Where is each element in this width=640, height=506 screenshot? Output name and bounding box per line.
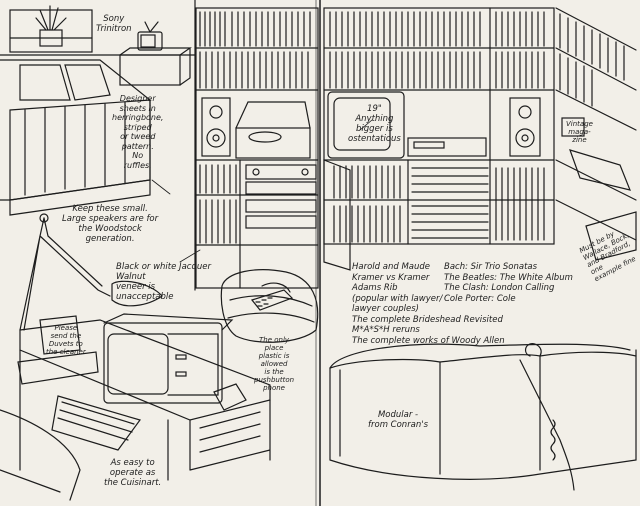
annotation-modular: Modular - from Conran's: [368, 410, 429, 430]
tape-title: Adams Rib: [352, 283, 398, 293]
nightstand-tv: [119, 21, 192, 86]
left-shelf: [195, 7, 319, 289]
window-plant: [9, 5, 93, 53]
annotation-speakers: Keep these small. Large speakers are for…: [62, 204, 159, 244]
tape-list-left: Harold and Maude Kramer vs Kramer Adams …: [352, 262, 505, 346]
annotation-note: Please send the Duvets to the cleaner: [46, 324, 86, 356]
desk: [0, 313, 271, 501]
side-shelf: [555, 7, 637, 261]
annotation-jacquer: Black or white Jacquer Walnut veneer is …: [116, 262, 211, 302]
annotation-sheets: Designer sheets in herringbone, striped …: [112, 94, 164, 170]
tape-title: M*A*S*H reruns: [352, 325, 420, 335]
record-title: Bach: Sir Trio Sonatas: [444, 262, 538, 272]
record-title: The Clash: London Calling: [444, 283, 555, 293]
tape-title: lawyer couples): [352, 304, 419, 314]
modular-sofa: [329, 343, 637, 491]
record-title: The Beatles: The White Album: [444, 272, 573, 283]
record-title: Cole Porter: Cole: [444, 293, 516, 304]
tape-title: (popular with lawyer/: [352, 293, 443, 304]
annotation-magazine: Vintage maga- zine: [566, 120, 593, 144]
annotation-tv-size: 19" Anything bigger is ostentatious: [348, 104, 401, 144]
tape-title: The complete Brideshead Revisited: [352, 314, 503, 325]
right-shelf: [323, 7, 555, 271]
tape-title: Harold and Maude: [352, 262, 431, 272]
tape-title: Kramer vs Kramer: [352, 272, 430, 283]
tape-list-right: Bach: Sir Trio Sonatas The Beatles: The …: [444, 262, 573, 304]
desk-lamp: [19, 213, 163, 331]
tape-title: The complete works of Woody Allen: [352, 335, 505, 346]
annotation-cuisinart: As easy to operate as the Cuisinart.: [104, 458, 162, 488]
annotation-phone: The only place plastic is allowed is the…: [254, 336, 295, 392]
callout-lines: [151, 119, 373, 263]
beanbag: [220, 269, 319, 343]
bed: [0, 59, 151, 216]
annotation-sony: Sony Trinitron: [96, 14, 132, 34]
